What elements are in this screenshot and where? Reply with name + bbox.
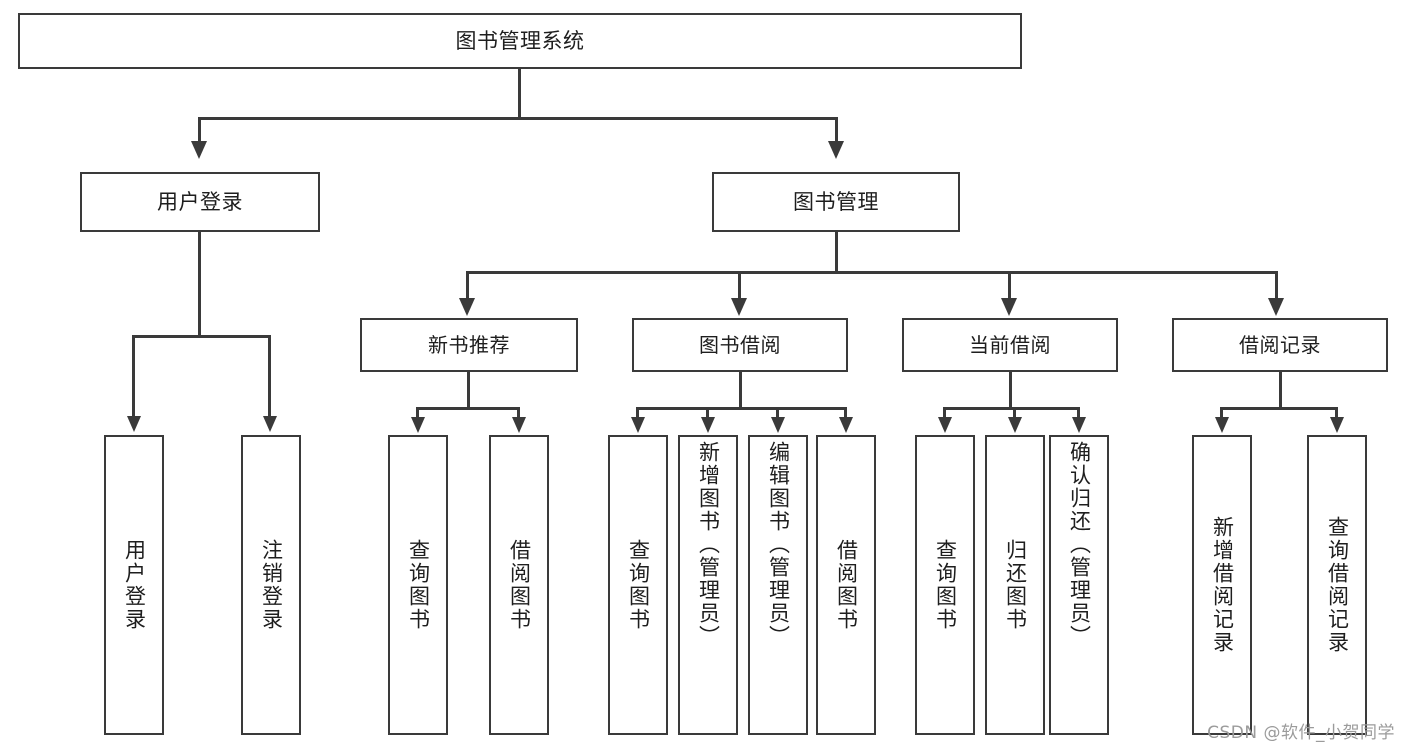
connector-bb-stem bbox=[739, 372, 742, 407]
connector-nbr-drop-1 bbox=[416, 407, 419, 419]
leaf-label: 编辑图书（管理员） bbox=[766, 441, 791, 648]
connector-cb-drop-3 bbox=[1077, 407, 1080, 419]
connector-cb-stem bbox=[1009, 372, 1012, 407]
node-new-book-recommend[interactable]: 新书推荐 bbox=[360, 318, 578, 372]
leaf-bb-edit-book-admin[interactable]: 编辑图书（管理员） bbox=[748, 435, 808, 735]
connector-bm-drop-2 bbox=[738, 271, 741, 300]
connector-user-login-bar bbox=[132, 335, 270, 338]
connector-bm-drop-4 bbox=[1275, 271, 1278, 300]
connector-cb-bar bbox=[943, 407, 1080, 410]
connector-br-drop-1 bbox=[1220, 407, 1223, 419]
arrowhead-cb-leaf-3 bbox=[1072, 417, 1086, 433]
arrowhead-bb-leaf-4 bbox=[839, 417, 853, 433]
connector-bm-drop-3 bbox=[1008, 271, 1011, 300]
arrowhead-cb-leaf-2 bbox=[1008, 417, 1022, 433]
node-user-login[interactable]: 用户登录 bbox=[80, 172, 320, 232]
leaf-logout[interactable]: 注销登录 bbox=[241, 435, 301, 735]
leaf-bb-query-book[interactable]: 查询图书 bbox=[608, 435, 668, 735]
arrowhead-bb-leaf-3 bbox=[771, 417, 785, 433]
connector-to-book-manage bbox=[835, 117, 838, 143]
connector-bm-drop-1 bbox=[466, 271, 469, 300]
leaf-bb-borrow-book[interactable]: 借阅图书 bbox=[816, 435, 876, 735]
leaf-nbr-borrow-book[interactable]: 借阅图书 bbox=[489, 435, 549, 735]
leaf-label: 查询图书 bbox=[406, 539, 431, 631]
leaf-label: 注销登录 bbox=[259, 539, 284, 631]
arrowhead-user-login bbox=[191, 141, 207, 159]
connector-bb-drop-2 bbox=[706, 407, 709, 419]
connector-book-manage-bar bbox=[466, 271, 1278, 274]
connector-bb-drop-3 bbox=[776, 407, 779, 419]
arrowhead-nbr-leaf-2 bbox=[512, 417, 526, 433]
arrowhead-book-manage bbox=[828, 141, 844, 159]
leaf-user-login[interactable]: 用户登录 bbox=[104, 435, 164, 735]
connector-br-stem bbox=[1279, 372, 1282, 407]
node-label: 图书借阅 bbox=[699, 332, 781, 357]
leaf-label: 确认归还（管理员） bbox=[1067, 441, 1092, 648]
leaf-label: 新增借阅记录 bbox=[1210, 516, 1235, 654]
leaf-cb-return-book[interactable]: 归还图书 bbox=[985, 435, 1045, 735]
connector-user-login-drop-2 bbox=[268, 335, 271, 418]
arrowhead-leaf-logout bbox=[263, 416, 277, 432]
node-book-borrow[interactable]: 图书借阅 bbox=[632, 318, 848, 372]
leaf-label: 查询借阅记录 bbox=[1325, 516, 1350, 654]
node-label: 借阅记录 bbox=[1239, 332, 1321, 357]
connector-user-login-drop-1 bbox=[132, 335, 135, 418]
leaf-label: 用户登录 bbox=[122, 539, 147, 631]
arrowhead-cb-leaf-1 bbox=[938, 417, 952, 433]
connector-nbr-bar bbox=[416, 407, 520, 410]
leaf-label: 查询图书 bbox=[933, 539, 958, 631]
connector-to-user-login bbox=[198, 117, 201, 143]
arrowhead-bb-leaf-1 bbox=[631, 417, 645, 433]
leaf-label: 归还图书 bbox=[1003, 539, 1028, 631]
arrowhead-nbr-leaf-1 bbox=[411, 417, 425, 433]
node-label: 用户登录 bbox=[157, 189, 243, 214]
connector-bb-drop-1 bbox=[636, 407, 639, 419]
arrowhead-bb-leaf-2 bbox=[701, 417, 715, 433]
node-label: 新书推荐 bbox=[428, 332, 510, 357]
leaf-label: 借阅图书 bbox=[834, 539, 859, 631]
leaf-br-query-record[interactable]: 查询借阅记录 bbox=[1307, 435, 1367, 735]
node-book-manage[interactable]: 图书管理 bbox=[712, 172, 960, 232]
node-label: 图书管理 bbox=[793, 189, 879, 214]
connector-nbr-stem bbox=[467, 372, 470, 407]
connector-bb-drop-4 bbox=[844, 407, 847, 419]
leaf-cb-confirm-return-admin[interactable]: 确认归还（管理员） bbox=[1049, 435, 1109, 735]
arrowhead-book-borrow bbox=[731, 298, 747, 316]
watermark-text: CSDN @软件_小贺同学 bbox=[1207, 723, 1395, 743]
connector-br-bar bbox=[1220, 407, 1338, 410]
connector-book-manage-stem bbox=[835, 232, 838, 271]
connector-root-bar bbox=[198, 117, 838, 120]
node-root-system[interactable]: 图书管理系统 bbox=[18, 13, 1022, 69]
arrowhead-leaf-user-login bbox=[127, 416, 141, 432]
leaf-bb-add-book-admin[interactable]: 新增图书（管理员） bbox=[678, 435, 738, 735]
leaf-nbr-query-book[interactable]: 查询图书 bbox=[388, 435, 448, 735]
connector-cb-drop-1 bbox=[943, 407, 946, 419]
node-current-borrow[interactable]: 当前借阅 bbox=[902, 318, 1118, 372]
connector-root-stem bbox=[518, 69, 521, 117]
leaf-label: 查询图书 bbox=[626, 539, 651, 631]
connector-bb-bar bbox=[636, 407, 846, 410]
arrowhead-current-borrow bbox=[1001, 298, 1017, 316]
leaf-cb-query-book[interactable]: 查询图书 bbox=[915, 435, 975, 735]
leaf-br-add-record[interactable]: 新增借阅记录 bbox=[1192, 435, 1252, 735]
leaf-label: 借阅图书 bbox=[507, 539, 532, 631]
connector-user-login-stem bbox=[198, 232, 201, 335]
node-borrow-record[interactable]: 借阅记录 bbox=[1172, 318, 1388, 372]
connector-br-drop-2 bbox=[1335, 407, 1338, 419]
connector-nbr-drop-2 bbox=[517, 407, 520, 419]
arrowhead-br-leaf-2 bbox=[1330, 417, 1344, 433]
arrowhead-br-leaf-1 bbox=[1215, 417, 1229, 433]
node-label: 当前借阅 bbox=[969, 332, 1051, 357]
arrowhead-borrow-record bbox=[1268, 298, 1284, 316]
leaf-label: 新增图书（管理员） bbox=[696, 441, 721, 648]
connector-cb-drop-2 bbox=[1013, 407, 1016, 419]
node-label: 图书管理系统 bbox=[455, 28, 585, 53]
arrowhead-new-book-recommend bbox=[459, 298, 475, 316]
